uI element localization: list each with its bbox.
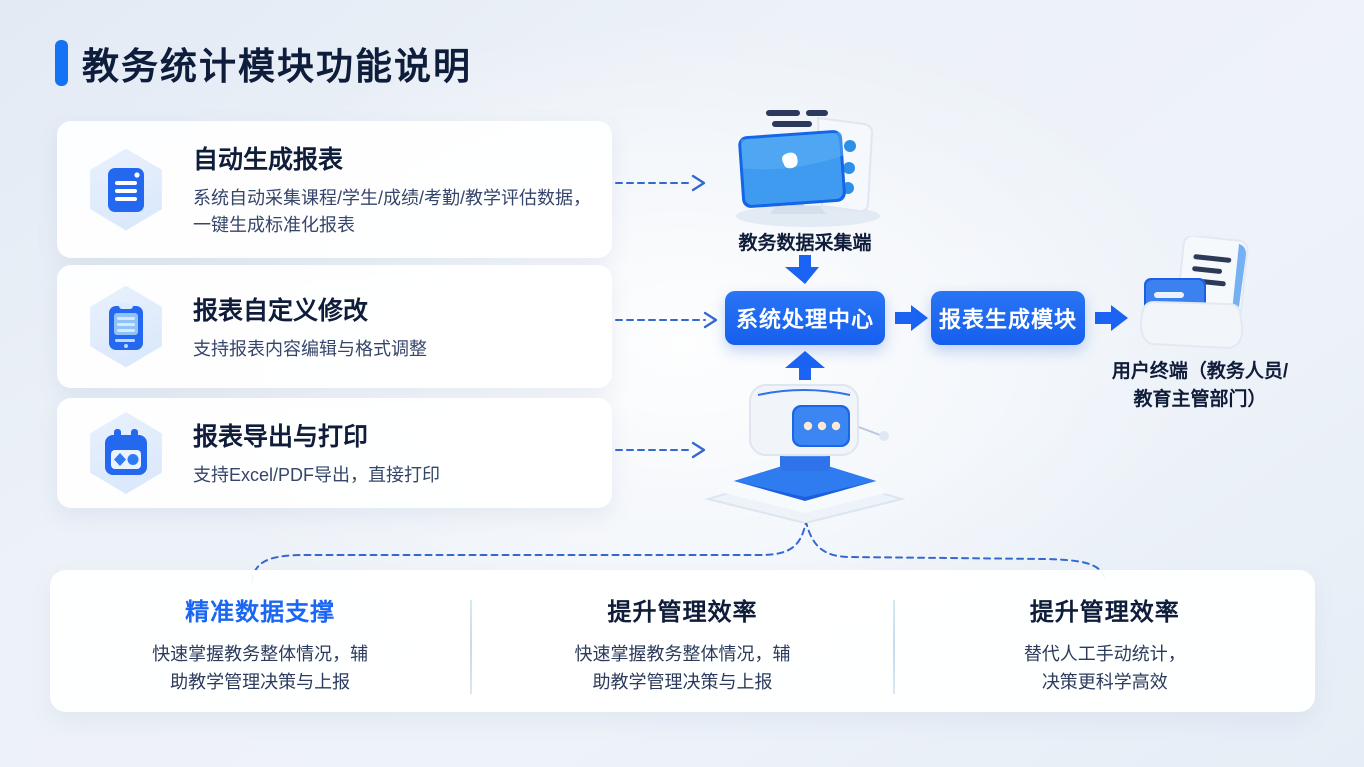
title-accent-bar: [55, 40, 68, 86]
benefit-col-efficiency-2: 提升管理效率 替代人工手动统计， 决策更科学高效: [895, 570, 1315, 712]
ai-processor-robot-icon: [704, 384, 906, 523]
benefit-title: 提升管理效率: [607, 599, 758, 626]
feature-title: 报表导出与打印: [193, 423, 369, 451]
vertical-divider: [892, 600, 895, 694]
feature-card-custom-edit: 报表自定义修改 支持报表内容编辑与格式调整: [57, 265, 612, 388]
benefit-description: 快速掌握教务整体情况，辅 助教学管理决策与上报: [152, 644, 369, 692]
hexagon-icon-backdrop: [90, 285, 162, 368]
benefit-description: 替代人工手动统计， 决策更科学高效: [1023, 644, 1186, 692]
calendar-export-icon: [105, 429, 147, 475]
user-terminal-documents-icon: [1140, 236, 1249, 350]
terminal-label: 用户终端（教务人员/ 教育主管部门）: [1111, 361, 1289, 410]
benefit-col-efficiency-1: 提升管理效率 快速掌握教务整体情况，辅 助教学管理决策与上报: [472, 570, 892, 712]
right-block-arrow: [895, 305, 928, 331]
process-center-node: 系统处理中心: [725, 291, 885, 345]
vertical-divider: [470, 600, 473, 694]
benefit-col-data-support: 精准数据支撑 快速掌握教务整体情况，辅 助教学管理决策与上报: [50, 570, 470, 712]
feature-description: 支持Excel/PDF导出，直接打印: [193, 465, 441, 485]
benefit-title: 提升管理效率: [1029, 599, 1180, 626]
up-block-arrow: [785, 351, 825, 380]
benefits-panel: 精准数据支撑 快速掌握教务整体情况，辅 助教学管理决策与上报 提升管理效率 快速…: [50, 570, 1315, 712]
feature-description: 系统自动采集课程/学生/成绩/考勤/教学评估数据，一键生成标准化报表: [193, 188, 592, 235]
dashed-arrowhead: [703, 311, 718, 329]
feature-description: 支持报表内容编辑与格式调整: [193, 338, 427, 359]
benefit-title: 精准数据支撑: [185, 599, 336, 626]
feature-card-auto-report: 自动生成报表 系统自动采集课程/学生/成绩/考勤/教学评估数据，一键生成标准化报…: [57, 121, 612, 258]
right-block-arrow: [1095, 305, 1128, 331]
feature-title: 自动生成报表: [193, 146, 344, 174]
data-collector-computer-icon: [736, 110, 880, 227]
report-generator-node: 报表生成模块: [931, 291, 1085, 345]
dashed-arrowhead: [691, 174, 706, 192]
feature-card-export-print: 报表导出与打印 支持Excel/PDF导出，直接打印: [57, 398, 612, 508]
page-title: 教务统计模块功能说明: [82, 46, 472, 87]
hexagon-icon-backdrop: [90, 412, 162, 494]
feature-title: 报表自定义修改: [193, 296, 369, 325]
clipboard-edit-icon: [109, 302, 143, 350]
benefit-description: 快速掌握教务整体情况，辅 助教学管理决策与上报: [574, 644, 791, 692]
collector-label: 教务数据采集端: [738, 233, 872, 254]
hexagon-icon-backdrop: [90, 148, 162, 231]
down-block-arrow: [785, 255, 819, 284]
report-document-icon: [108, 167, 144, 212]
